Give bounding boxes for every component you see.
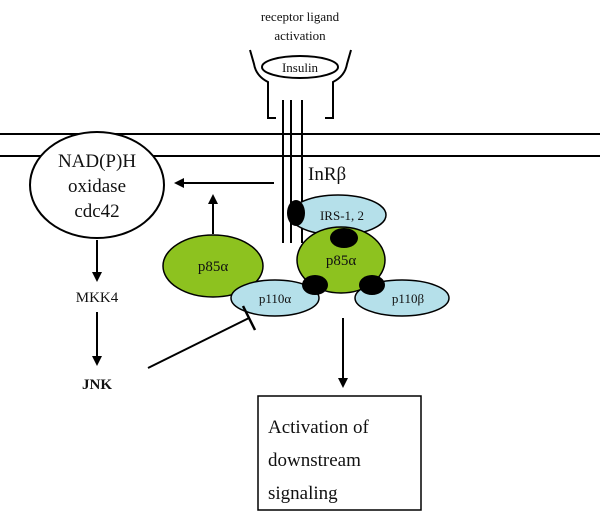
nadph-oxidase-node <box>29 131 165 239</box>
downstream-signaling-box <box>257 395 422 511</box>
mkk4-label: MKK4 <box>76 290 119 306</box>
ligand-caption-line1: receptor ligand <box>261 9 340 24</box>
p110-alpha-label: p110α <box>259 291 292 306</box>
binding-dot-irs-p85 <box>330 228 358 248</box>
downstream-line3: signaling <box>268 483 338 504</box>
insulin-ligand <box>261 55 339 79</box>
inr-beta-label: InRβ <box>308 164 346 185</box>
ligand-caption-line2: activation <box>274 28 326 43</box>
p110-alpha-node <box>230 279 320 317</box>
binding-dot-p85-p110b <box>359 275 385 295</box>
nadph-line2: oxidase <box>68 176 126 197</box>
p85-free-node <box>162 234 264 298</box>
jnk-inhibition-bar <box>241 305 257 331</box>
jnk-label: JNK <box>82 377 112 393</box>
binding-dot-receptor-irs <box>287 200 305 226</box>
insulin-label: Insulin <box>282 60 319 75</box>
downstream-line1: Activation of <box>268 417 369 438</box>
receptor-left-arm <box>249 49 276 119</box>
binding-dot-p85-p110a <box>302 275 328 295</box>
p85-complex-label: p85α <box>326 253 357 269</box>
receptor-right-arm <box>325 49 352 119</box>
irs-label: IRS-1, 2 <box>320 208 364 223</box>
jnk-inhibition-line <box>147 317 250 369</box>
nadph-line1: NAD(P)H <box>58 151 136 172</box>
p110-beta-label: p110β <box>392 291 425 306</box>
p85-free-label: p85α <box>198 259 229 275</box>
downstream-line2: downstream <box>268 450 361 471</box>
nadph-line3: cdc42 <box>74 201 119 222</box>
